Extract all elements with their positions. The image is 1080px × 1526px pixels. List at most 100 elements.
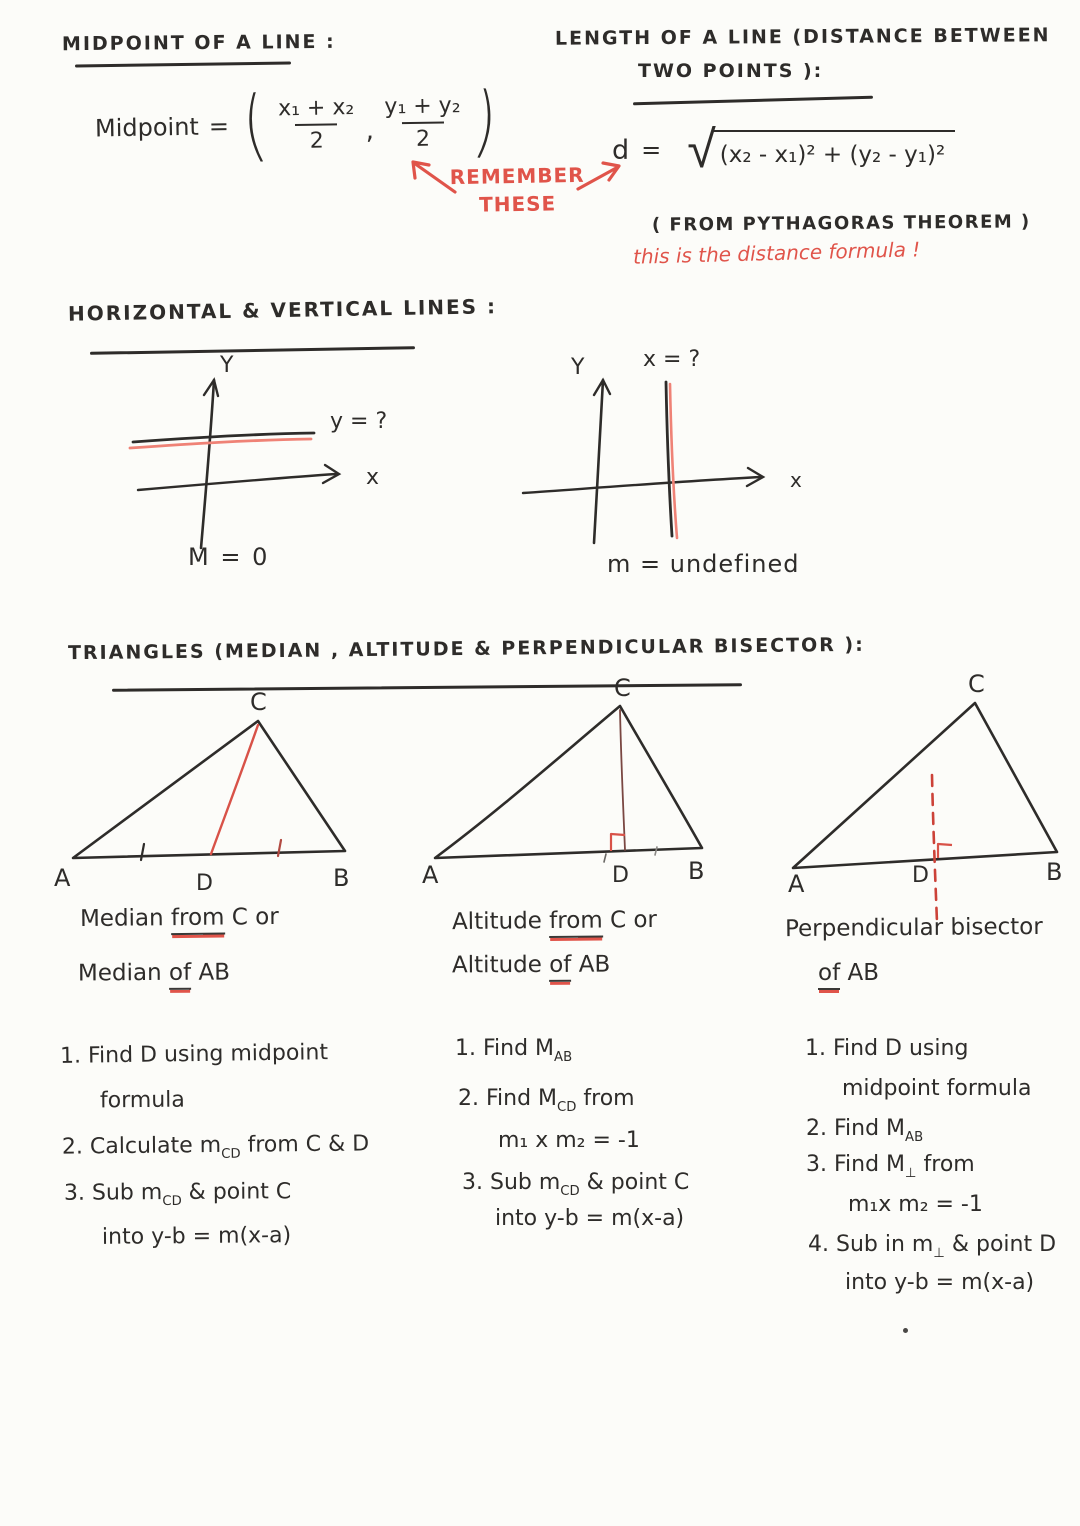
median-step: into y-b = m(x-a)	[101, 1223, 292, 1250]
midpoint-title-underline	[74, 61, 292, 68]
vertex-label-a: A	[54, 864, 71, 892]
arrow-to-midpoint-head	[411, 160, 431, 180]
altitude-caption-line2: Altitude of AB	[452, 952, 610, 982]
radical-icon: √	[687, 120, 716, 180]
y-axis-label: Y	[219, 353, 234, 378]
horizontal-line	[131, 431, 316, 444]
length-title-underline	[633, 95, 873, 106]
vertex-label-b: B	[688, 857, 704, 885]
altitude-line	[619, 709, 626, 851]
y-axis-arrow-icon	[202, 377, 220, 398]
tick-mark-left	[139, 842, 146, 862]
altitude-triangle-diagram: A D B C	[422, 674, 704, 888]
frac-x-denominator: 2	[295, 123, 338, 155]
vertex-label-c: C	[250, 688, 267, 716]
remember-note-line1: REMEMBER	[449, 162, 585, 190]
remember-note-line2: THESE	[478, 191, 557, 217]
distance-formula-lhs: d	[612, 134, 630, 166]
vertical-line-highlight	[668, 382, 679, 540]
altitude-caption-line1: Altitude from C or	[452, 907, 657, 939]
x-axis	[521, 475, 763, 495]
remember-arrows	[411, 160, 621, 194]
remember-note: REMEMBER THESE	[450, 161, 586, 219]
perp-bisector-step: 2. Find MAB	[806, 1116, 924, 1145]
frac-x-numerator: x₁ + x₂	[277, 95, 355, 122]
altitude-step: into y-b = m(x-a)	[495, 1206, 685, 1231]
hv-section-title: HORIZONTAL & VERTICAL LINES :	[67, 294, 498, 326]
vertex-label-c: C	[968, 672, 985, 698]
perp-bisector-step: into y-b = m(x-a)	[845, 1270, 1035, 1295]
equals-sign: =	[641, 136, 662, 165]
midpoint-formula-lhs: Midpoint	[94, 112, 200, 143]
point-label-d: D	[196, 871, 213, 896]
median-triangle-diagram: A D B C	[54, 688, 349, 896]
median-step: formula	[99, 1087, 185, 1114]
median-caption-line1: Median from C or	[80, 904, 279, 936]
perp-bisector-step: midpoint formula	[842, 1076, 1032, 1101]
point-label-d: D	[912, 863, 929, 888]
x-axis-arrow-icon	[321, 463, 342, 485]
square-root: √ (x₂ - x₁)² + (y₂ - y₁)²	[687, 120, 956, 180]
tick-mark-right	[654, 846, 658, 856]
line-equation-label: y = ?	[330, 409, 387, 434]
stray-pen-dot	[903, 1328, 908, 1333]
right-angle-icon	[609, 832, 626, 851]
length-section-title-line1: LENGTH OF A LINE (DISTANCE BETWEEN	[554, 24, 1051, 50]
frac-y-numerator: y₁ + y₂	[384, 93, 461, 120]
perp-bisector-step: 4. Sub in m⊥ & point D	[808, 1232, 1057, 1261]
triangle-outline	[433, 704, 704, 860]
tick-mark-right	[276, 838, 283, 858]
median-caption-line2: Median of AB	[78, 959, 230, 990]
slope-label: m = undefined	[607, 550, 800, 578]
midpoint-frac-x: x₁ + x₂ 2	[273, 95, 360, 155]
median-line	[209, 723, 260, 856]
vertex-label-b: B	[333, 864, 349, 892]
median-step: 2. Calculate mCD from C & D	[61, 1131, 370, 1162]
comma: ,	[365, 115, 375, 146]
triangles-section-title: TRIANGLES (MEDIAN , ALTITUDE & PERPENDIC…	[67, 633, 865, 665]
vertex-label-a: A	[422, 861, 439, 888]
median-step: 1. Find D using midpoint	[59, 1040, 329, 1069]
pythagoras-note: ( FROM PYTHAGORAS THEOREM )	[651, 211, 1031, 236]
y-axis	[199, 378, 216, 550]
vertical-line	[664, 380, 674, 538]
altitude-step: m₁ x m₂ = -1	[498, 1128, 640, 1153]
triangle-outline	[791, 701, 1059, 870]
perp-bisector-step: m₁x m₂ = -1	[848, 1192, 983, 1217]
midpoint-section-title: MIDPOINT OF A LINE :	[61, 30, 336, 56]
x-axis-label: x	[790, 468, 802, 492]
perp-bisector-step: 3. Find M⊥ from	[806, 1152, 975, 1181]
triangle-outline	[71, 719, 347, 860]
arrow-to-midpoint-icon	[412, 161, 457, 194]
close-paren: )	[470, 75, 500, 168]
right-angle-icon	[936, 842, 953, 858]
y-axis-label: Y	[570, 355, 585, 380]
tick-mark-left	[603, 853, 607, 863]
y-axis	[592, 378, 605, 545]
perp-bisector-step: 1. Find D using	[805, 1036, 969, 1061]
altitude-step: 1. Find MAB	[455, 1036, 573, 1065]
x-axis-label: x	[366, 465, 379, 490]
x-axis-arrow-icon	[745, 466, 766, 488]
median-step: 3. Sub mCD & point C	[63, 1179, 292, 1210]
vertex-label-a: A	[788, 870, 805, 898]
altitude-step: 3. Sub mCD & point C	[462, 1170, 690, 1199]
length-section-title-line2: TWO POINTS ):	[638, 60, 824, 82]
arrow-to-distance-head	[601, 161, 621, 182]
distance-formula-note: this is the distance formula !	[632, 237, 921, 269]
perp-bisector-caption-line1: Perpendicular bisector	[784, 913, 1043, 943]
horizontal-line-highlight	[128, 437, 313, 450]
radicand: (x₂ - x₁)² + (y₂ - y₁)²	[711, 130, 956, 168]
perp-bisector-caption-line2: of AB	[818, 960, 879, 990]
perpendicular-bisector-triangle-diagram: A D B C	[788, 672, 1062, 924]
arrow-to-distance-icon	[576, 165, 620, 191]
y-axis-arrow-icon	[592, 377, 612, 397]
vertex-label-b: B	[1046, 858, 1062, 886]
point-label-d: D	[612, 863, 629, 888]
distance-formula: d = √ (x₂ - x₁)² + (y₂ - y₁)²	[612, 120, 956, 180]
perpendicular-bisector-line	[930, 773, 939, 924]
vertical-line-graph: x = ? Y x m = undefined	[521, 347, 802, 578]
slope-label: M = 0	[188, 543, 269, 571]
horizontal-line-graph: Y x y = ? M = 0	[128, 353, 387, 571]
